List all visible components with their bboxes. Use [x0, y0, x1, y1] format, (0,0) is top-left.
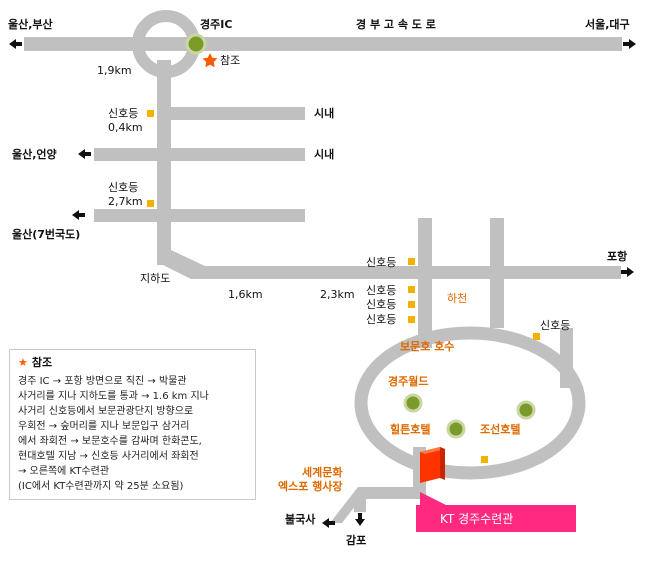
arrow-left-icon — [72, 210, 85, 220]
markers — [147, 33, 576, 532]
road-network — [24, 10, 622, 523]
connector-road-1 — [418, 218, 432, 348]
label-signal-1: 신호등 — [108, 107, 138, 120]
south-horizontal-road — [358, 487, 426, 499]
label-dist-2-3: 2,3km — [320, 288, 355, 301]
gampo-road — [354, 499, 366, 512]
downtown-road-1 — [157, 107, 305, 120]
label-dist-1-9: 1,9km — [97, 64, 132, 77]
star-icon — [202, 53, 218, 68]
note-line: 사거리 신호등에서 보문관광단지 방향으로 — [18, 406, 194, 417]
signal-icon — [408, 258, 415, 265]
pohang-road — [191, 266, 621, 279]
hilton-marker-icon — [446, 419, 466, 439]
signal-icon — [408, 316, 415, 323]
label-ulsan-eonyang: 울산,언양 — [12, 147, 57, 161]
star-icon: ★ — [18, 356, 28, 369]
note-line: 에서 좌회전 → 보문호수를 감싸며 한화콘도, — [18, 436, 202, 447]
label-downtown-1: 시내 — [314, 106, 334, 120]
reference-note-box: ★참조 경주 IC → 포항 방면으로 직진 → 박물관 사거리를 지나 지하도… — [9, 349, 256, 500]
label-bomun-lake: 보문호 호수 — [400, 339, 454, 353]
note-title-text: 참조 — [31, 356, 53, 369]
ulsan-eonyang-road — [94, 148, 305, 161]
label-bulguksa: 불국사 — [285, 512, 316, 526]
label-gyeongju-world: 경주월드 — [388, 374, 428, 388]
label-chosun: 조선호텔 — [480, 422, 520, 436]
direction-arrows — [9, 39, 636, 528]
signal-icon — [533, 333, 540, 340]
gyeongju-world-marker-icon — [403, 393, 423, 413]
lake-ring-road — [354, 326, 586, 480]
label-dist-0-4: 0,4km — [108, 121, 143, 134]
label-expressway: 경 부 고 속 도 로 — [356, 17, 436, 31]
label-dist-1-6: 1,6km — [228, 288, 263, 301]
note-title: ★참조 — [18, 355, 247, 370]
signal-icon — [408, 301, 415, 308]
kt-center-callout — [416, 492, 576, 532]
label-dist-2-7: 2,7km — [108, 195, 143, 208]
label-gampo: 감포 — [346, 533, 366, 547]
map-labels: 울산,부산 경주IC 경 부 고 속 도 로 서울,대구 참조 1,9km 신호… — [8, 17, 630, 547]
signal-icon — [147, 200, 154, 207]
signal-icon — [408, 286, 415, 293]
label-hilton: 힐튼호텔 — [390, 422, 430, 436]
label-hacheon: 하천 — [447, 291, 467, 305]
label-gyeongju-ic: 경주IC — [200, 17, 232, 31]
label-underpass: 지하도 — [140, 271, 170, 285]
arrow-right-icon — [623, 39, 636, 49]
main-vertical-road — [157, 60, 171, 265]
bulguksa-road — [330, 487, 370, 523]
label-ulsan-route7: 울산(7번국도) — [12, 227, 80, 241]
label-pohang: 포항 — [607, 249, 627, 263]
arrow-down-icon — [355, 513, 365, 526]
connector-road-2 — [490, 218, 504, 328]
label-signal-7: 신호등 — [540, 319, 570, 332]
note-line: 경주 IC → 포항 방면으로 직진 → 박물관 — [18, 376, 187, 387]
note-line: (IC에서 KT수련관까지 약 25분 소요됨) — [18, 481, 184, 492]
expressway-road — [24, 37, 622, 51]
route7-road — [94, 209, 305, 222]
arrow-left-icon — [9, 39, 22, 49]
label-expo-line2: 엑스포 행사장 — [278, 479, 343, 493]
kt-building-icon — [420, 447, 445, 483]
label-expo-line1: 세계문화 — [302, 465, 342, 479]
note-text: 경주 IC → 포항 방면으로 직진 → 박물관 사거리를 지나 지하도를 통과… — [18, 374, 247, 494]
label-signal-5: 신호등 — [366, 298, 396, 311]
note-line: 우회전 → 숲머리를 지나 보문입구 삼거리 — [18, 421, 190, 432]
east-branch-road — [560, 328, 573, 388]
label-star-ref: 참조 — [220, 54, 240, 67]
label-signal-6: 신호등 — [366, 313, 396, 326]
arrow-right-icon — [621, 267, 634, 277]
arrow-left-icon — [78, 149, 91, 159]
note-line: → 오른쪽에 KT수련관 — [18, 466, 110, 477]
label-downtown-2: 시내 — [314, 147, 334, 161]
label-signal-2: 신호등 — [108, 181, 138, 194]
chosun-marker-icon — [516, 400, 536, 420]
ic-marker-icon — [185, 33, 207, 55]
arrow-left-icon — [322, 518, 335, 528]
signal-icon — [147, 110, 154, 117]
label-signal-3: 신호등 — [366, 256, 396, 269]
note-line: 사거리를 지나 지하도를 통과 → 1.6 km 지나 — [18, 391, 209, 402]
label-kt-center: KT 경주수련관 — [440, 512, 513, 526]
note-line: 현대호텔 지남 → 신호등 사거리에서 좌회전 — [18, 451, 199, 462]
label-ulsan-busan: 울산,부산 — [8, 17, 53, 31]
label-seoul-daegu: 서울,대구 — [585, 17, 630, 31]
label-signal-4: 신호등 — [366, 284, 396, 297]
signal-icon — [481, 456, 488, 463]
